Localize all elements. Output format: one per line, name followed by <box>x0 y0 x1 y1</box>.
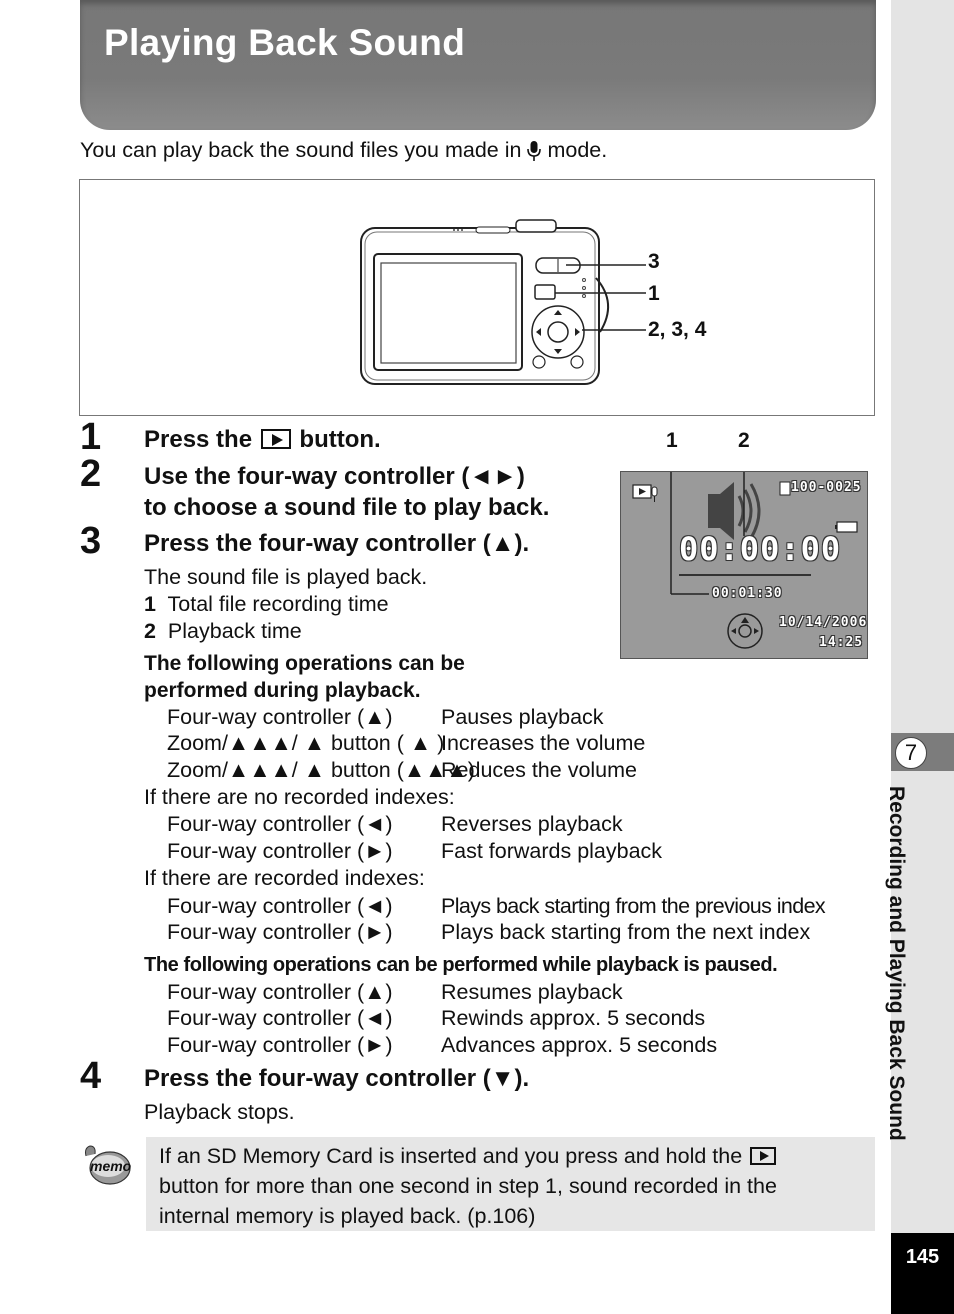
memo-line-1-text: If an SD Memory Card is inserted and you… <box>159 1144 743 1168</box>
op-control: Zoom/▲▲▲/ ▲ button ( ▲ ) <box>167 731 445 755</box>
step-1-text-before: Press the <box>144 426 253 453</box>
lcd-date: 10/14/2006 <box>779 615 868 630</box>
lcd-total-time: 00:01:30 <box>712 586 783 601</box>
op-action: Reverses playback <box>441 812 623 836</box>
memo-line-2: button for more than one second in step … <box>159 1174 777 1198</box>
step-2-line-2: to choose a sound file to play back. <box>144 494 550 521</box>
op-control: Four-way controller (▲) <box>167 705 393 729</box>
chapter-sidebar <box>891 0 954 1314</box>
step-2-number: 2 <box>80 453 102 495</box>
op-control: Four-way controller (◄) <box>167 1006 393 1030</box>
memo-icon-graphic <box>85 1145 131 1185</box>
op-action: Resumes playback <box>441 980 623 1004</box>
memo-label: memo <box>90 1158 132 1174</box>
step-3-description: The sound file is played back. <box>144 565 428 589</box>
lcd-graphics <box>632 472 858 649</box>
memo-icon: memo <box>82 1144 132 1193</box>
memo-line-3: internal memory is played back. (p.106) <box>159 1204 536 1228</box>
page-number: 145 <box>891 1233 954 1314</box>
page-title: Playing Back Sound <box>104 22 466 63</box>
playback-button-icon <box>260 429 291 449</box>
lcd-time: 14:25 <box>819 635 864 650</box>
op-control: Four-way controller (◄) <box>167 894 393 918</box>
legend-item-2: 2 Playback time <box>144 619 302 644</box>
op-control: Four-way controller (▲) <box>167 980 393 1004</box>
legend-item-1: 1 Total file recording time <box>144 592 389 617</box>
memo-box <box>146 1137 875 1231</box>
op-control: Four-way controller (◄) <box>167 812 393 836</box>
lcd-callout-2: 2 <box>738 429 750 452</box>
op-action: Advances approx. 5 seconds <box>441 1033 718 1057</box>
memo-text: If an SD Memory Card is inserted and you… <box>159 1141 859 1231</box>
microphone-icon <box>527 141 542 162</box>
op-control: Zoom/▲▲▲/ ▲ button (▲▲▲) <box>167 758 475 782</box>
intro-before: You can play back the sound files you ma… <box>80 138 522 162</box>
op-action: Fast forwards playback <box>441 839 663 863</box>
camera-callout-1: 1 <box>648 282 660 305</box>
section-label: Recording and Playing Back Sound <box>882 786 908 1141</box>
step-4-description: Playback stops. <box>144 1100 295 1124</box>
lcd-file-number: 100-0025 <box>791 480 862 495</box>
playback-button-icon <box>750 1147 777 1165</box>
op-control: Four-way controller (►) <box>167 839 393 863</box>
camera-callout-2-3-4: 2, 3, 4 <box>648 318 707 341</box>
intro-text: You can play back the sound files you ma… <box>80 138 607 163</box>
page-header-banner <box>80 0 876 130</box>
legend-item-1-num: 1 <box>144 592 156 616</box>
chapter-number: 7 <box>895 737 927 769</box>
camera-callout-3: 3 <box>648 250 660 273</box>
step-3-number: 3 <box>80 520 102 562</box>
legend-item-2-num: 2 <box>144 619 156 643</box>
intro-after: mode. <box>547 138 608 162</box>
playback-ops-heading-2: performed during playback. <box>144 679 421 702</box>
lcd-playback-time: 00:00:00 <box>679 530 842 568</box>
section-label-text: Recording and Playing Back Sound <box>885 786 908 1141</box>
step-3-text: Press the four-way controller (▲). <box>144 530 530 557</box>
no-index-heading: If there are no recorded indexes: <box>144 785 455 809</box>
lcd-screen: 100-0025 00:00:00 00:01:30 10/14/2006 14… <box>620 471 868 659</box>
lcd-callout-1: 1 <box>666 429 678 452</box>
legend-item-1-text: Total file recording time <box>167 592 389 616</box>
step-1-number: 1 <box>80 416 102 458</box>
step-4-text: Press the four-way controller (▼). <box>144 1065 530 1092</box>
camera-illustration-box: 3 1 2, 3, 4 <box>79 179 875 416</box>
op-action: Increases the volume <box>441 731 646 755</box>
step-1-text: Press the button. <box>144 426 381 454</box>
op-action: Reduces the volume <box>441 758 637 782</box>
op-control: Four-way controller (►) <box>167 920 393 944</box>
paused-ops-heading: The following operations can be performe… <box>144 954 778 976</box>
index-heading: If there are recorded indexes: <box>144 866 425 890</box>
op-control: Four-way controller (►) <box>167 1033 393 1057</box>
memo-line-1: If an SD Memory Card is inserted and you… <box>159 1141 859 1171</box>
legend-item-2-text: Playback time <box>167 619 302 643</box>
step-1-text-after: button. <box>299 426 381 453</box>
op-action: Plays back starting from the next index <box>441 920 811 944</box>
op-action: Rewinds approx. 5 seconds <box>441 1006 706 1030</box>
camera-back-illustration <box>360 219 646 385</box>
op-action: Pauses playback <box>441 705 604 729</box>
step-2-line-1: Use the four-way controller (◄►) <box>144 463 525 490</box>
step-4-number: 4 <box>80 1055 102 1097</box>
playback-ops-heading-1: The following operations can be <box>144 652 465 675</box>
op-action: Plays back starting from the previous in… <box>441 894 826 918</box>
